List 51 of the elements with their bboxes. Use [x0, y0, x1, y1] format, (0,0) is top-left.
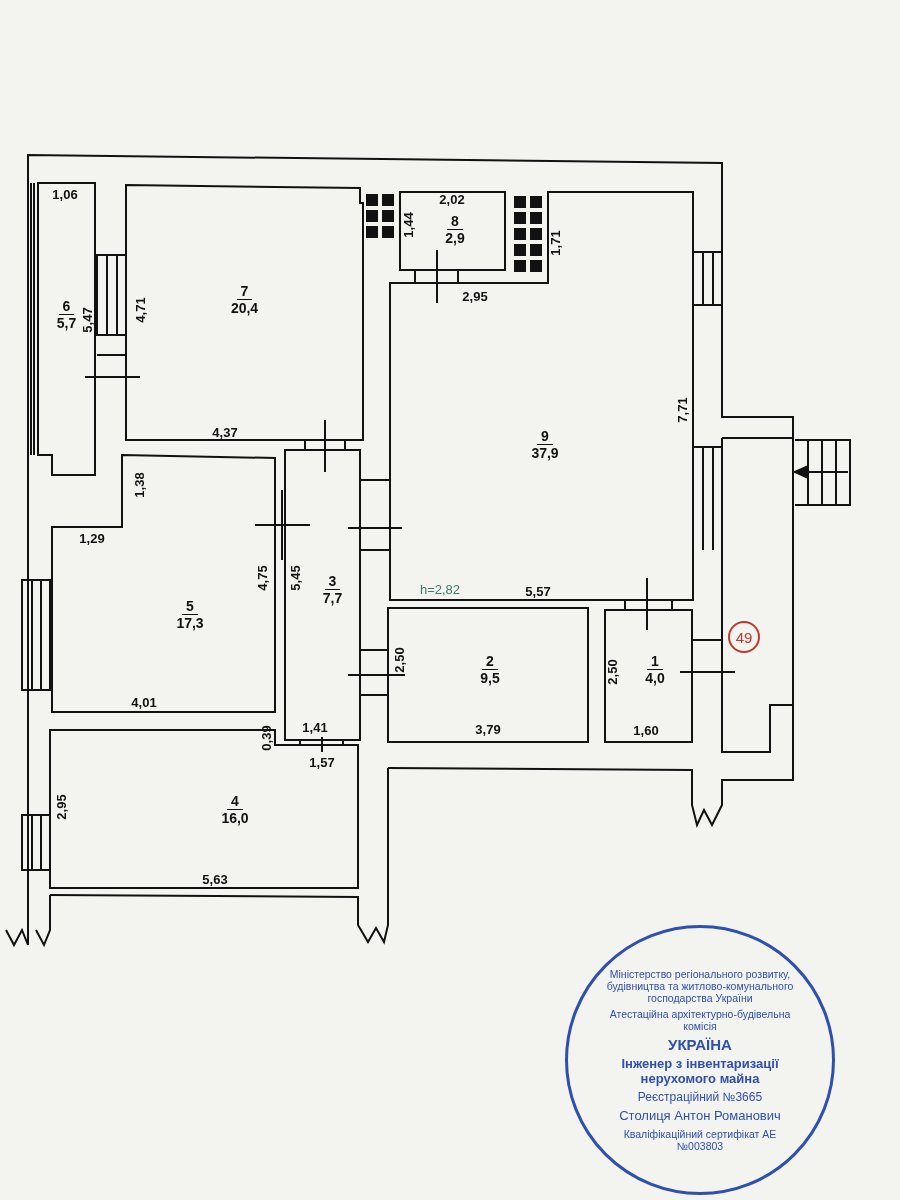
stamp-heading: УКРАЇНА	[668, 1036, 732, 1054]
room-number: 2	[482, 653, 498, 670]
room-area: 20,4	[230, 300, 259, 317]
room-area: 7,7	[322, 590, 343, 607]
room-number: 7	[236, 283, 253, 300]
dimension-label: 2,95	[462, 290, 488, 304]
stamp-name-text: Столиця Антон Романович	[619, 1109, 781, 1124]
dimension-label: 1,06	[52, 188, 78, 202]
dimension-label: 1,71	[549, 230, 563, 256]
room-area: 17,3	[176, 615, 204, 632]
dimension-label: 2,02	[439, 193, 465, 207]
dimension-label: 4,75	[256, 565, 270, 591]
room-area: 5,7	[56, 315, 77, 332]
room-number: 5	[182, 598, 198, 615]
dimension-label: 5,57	[525, 585, 551, 599]
room-number: 1	[647, 653, 663, 670]
room-area: 37,9	[531, 445, 559, 462]
dimension-label: 3,79	[475, 723, 501, 737]
dimension-label: 5,63	[202, 873, 228, 887]
stamp-ring-text: Атестаційна архітектурно-будівельна комісія	[608, 1008, 792, 1033]
dimension-label: 4,71	[134, 297, 148, 323]
dimension-label: 4,01	[131, 696, 157, 710]
stamp-text: Інженер з інвентаризації нерухомого майна	[620, 1057, 780, 1088]
ceiling-height-note: h=2,82	[419, 583, 461, 597]
dimension-label: 4,37	[212, 426, 238, 440]
stamp-text: Реєстраційний №3665	[637, 1091, 763, 1106]
dimension-label: 7,71	[676, 397, 690, 423]
room-number: 3	[324, 573, 341, 590]
stamp-ring-text: Кваліфікаційний сертифікат АЕ №003803	[622, 1128, 778, 1153]
room-area: 9,5	[480, 670, 500, 687]
room-area: 4,0	[645, 670, 665, 687]
dimension-label: 2,95	[55, 794, 69, 820]
dimension-label: 1,38	[133, 472, 147, 498]
dimension-label: 5,45	[289, 565, 303, 591]
dimension-label: 1,57	[309, 756, 335, 770]
circled-number: 49	[728, 621, 760, 653]
dimension-label: 2,50	[393, 647, 407, 673]
room-number: 8	[447, 213, 463, 230]
room-number: 9	[537, 428, 553, 445]
dimension-label: 1,41	[302, 721, 328, 735]
stamp-ring-text: Міністерство регіонального розвитку, будівництва та житлово-комунального господарства України	[605, 967, 795, 1005]
room-number: 6	[58, 298, 75, 315]
dimension-label: 1,29	[79, 532, 105, 546]
dimension-label: 1,44	[402, 212, 416, 238]
room-number: 4	[227, 793, 243, 810]
room-area: 2,9	[445, 230, 465, 247]
room-area: 16,0	[221, 810, 249, 827]
official-stamp	[565, 925, 835, 1195]
dimension-label: 2,50	[606, 659, 620, 685]
dimension-label: 5,47	[81, 307, 95, 333]
dimension-label: 1,60	[633, 724, 659, 738]
